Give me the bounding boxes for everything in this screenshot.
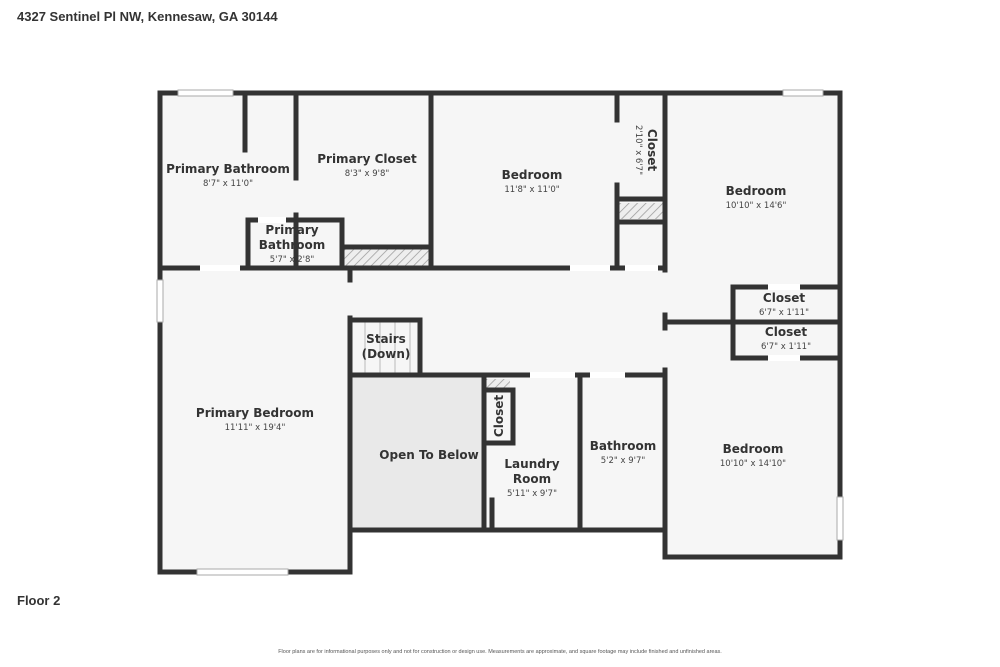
room-name: Closet — [763, 291, 805, 305]
room-name: Bedroom — [726, 184, 787, 198]
room-dims: 10'10" x 14'10" — [720, 459, 786, 469]
room-name: Primary Bedroom — [196, 406, 314, 420]
room-labels: Primary Bathroom 8'7" x 11'0" Primary Cl… — [166, 125, 811, 499]
hatched-area — [486, 379, 510, 388]
room-name: Bathroom — [590, 439, 656, 453]
windows-and-doors — [156, 89, 844, 576]
room-dims: 10'10" x 14'6" — [726, 201, 787, 211]
room-name: Closet — [492, 395, 506, 437]
room-name: Laundry — [504, 457, 559, 471]
floor-area — [160, 93, 840, 572]
disclaimer: Floor plans are for informational purpos… — [278, 649, 722, 655]
hatched-area — [619, 203, 664, 219]
room-dims: 8'7" x 11'0" — [203, 179, 253, 189]
room-name: Primary Bathroom — [166, 162, 290, 176]
room-name: Primary Closet — [317, 152, 417, 166]
room-dims: 11'8" x 11'0" — [504, 185, 559, 195]
room-dims: 6'7" x 1'11" — [761, 342, 811, 352]
room-dims: 11'11" x 19'4" — [225, 423, 286, 433]
room-dims: 2'10" x 6'7" — [633, 125, 643, 175]
room-name: Bedroom — [502, 168, 563, 182]
open-to-below-area — [352, 377, 483, 528]
room-name: Bedroom — [723, 442, 784, 456]
room-name: Closet — [765, 325, 807, 339]
room-name: Open To Below — [379, 448, 478, 462]
room-dims: 5'11" x 9'7" — [507, 489, 557, 499]
room-dims: 5'2" x 9'7" — [601, 456, 646, 466]
room-name: Closet — [645, 129, 659, 171]
room-name: Room — [513, 472, 551, 486]
room-name: Bathroom — [259, 238, 325, 252]
floor-label: Floor 2 — [17, 593, 61, 608]
room-dims: 6'7" x 1'11" — [759, 308, 809, 318]
room-name: Primary — [265, 223, 318, 237]
room-name: Stairs — [366, 332, 406, 346]
room-dims: 5'7" x 2'8" — [270, 255, 315, 265]
room-name: (Down) — [362, 347, 411, 361]
hatched-area — [343, 249, 430, 266]
property-address: 4327 Sentinel Pl NW, Kennesaw, GA 30144 — [17, 9, 278, 24]
stair-treads — [364, 322, 411, 374]
room-dims: 8'3" x 9'8" — [345, 169, 390, 179]
